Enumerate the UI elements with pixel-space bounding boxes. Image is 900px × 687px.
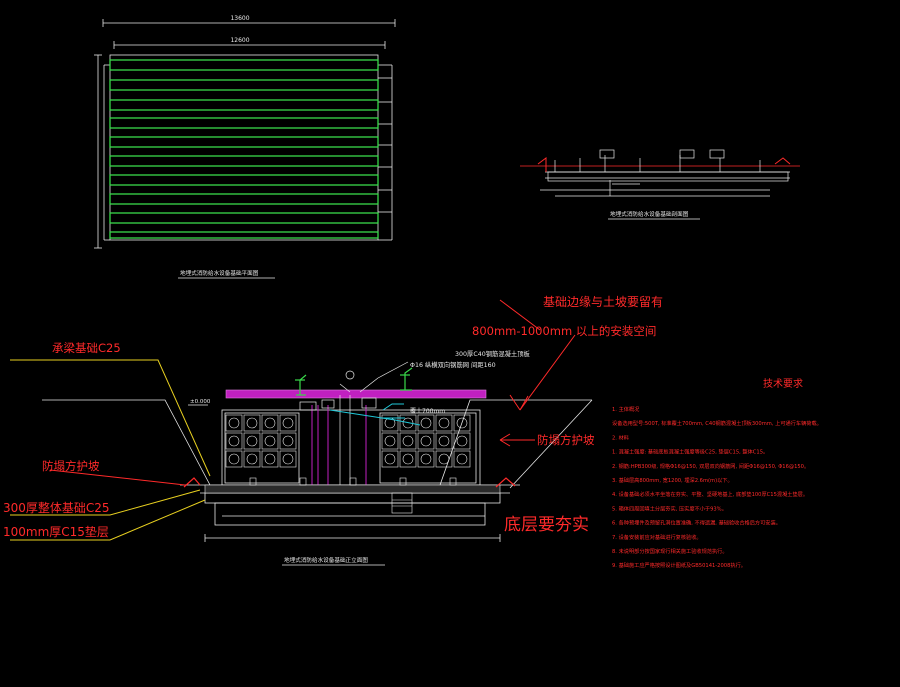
tech-notes: 1. 主体概况 设备选用型号:500T, 标准覆土700mm, C40钢筋混凝土…: [612, 405, 822, 569]
tank-cells-left: [225, 414, 297, 468]
red-leaders: [49, 299, 576, 486]
label-beam: 承梁基础C25: [52, 341, 121, 355]
tank-cells-right: [381, 414, 471, 468]
gravel-base: [204, 484, 501, 494]
plan-inner-dim: 12600: [230, 37, 249, 44]
tech-note-line: 7. 设备安装前应对基础进行复核验收。: [612, 533, 702, 541]
label-slab-2: Φ16 纵横双向钢筋网 间距160: [410, 360, 496, 369]
tech-note-line: 5. 箱体四周回填土分层夯实, 压实度不小于93%。: [612, 504, 727, 512]
plan-green-strips: [109, 59, 379, 239]
small-section-caption: 地埋式消防给水设备基础剖面图: [610, 210, 689, 218]
pipes-magenta: [311, 405, 367, 485]
label-base: 300厚整体基础C25: [3, 500, 110, 515]
label-slope-right: 防塌方护坡: [537, 433, 595, 447]
tech-note-line: 2. 材料: [612, 433, 629, 441]
tech-title: 技术要求: [763, 377, 803, 390]
pipes-white: [299, 370, 377, 485]
small-section-red-marks: [537, 157, 791, 172]
tank-grid: [221, 409, 481, 486]
tech-note-line: 1. 混凝土强度: 基础底板混凝土强度等级C25, 垫层C15, 整体C15。: [612, 448, 768, 456]
plan-overall-dim: 13600: [230, 15, 249, 22]
bottom-supports: [249, 477, 457, 514]
vents-green: [295, 367, 413, 396]
plan-view: [94, 19, 396, 249]
cover-mark: 覆土700mm: [410, 407, 445, 415]
tech-note-line: 4. 设备基础必须水平坐落在夯实、平整、坚硬地基上, 底部垫100厚C15混凝土…: [612, 490, 808, 498]
main-caption: 地埋式消防给水设备基础正立面图: [284, 556, 368, 564]
label-space-red: 800mm-1000mm 以上的安装空间: [472, 324, 656, 338]
top-slab: [225, 389, 487, 399]
corner-marks-red: [183, 477, 516, 488]
tech-note-line: 1. 主体概况: [612, 405, 640, 413]
tech-note-line: 3. 基础层高800mm, 宽1200, 埋深2.6m(m)以下。: [612, 476, 733, 484]
label-cushion: 100mm厚C15垫层: [3, 524, 109, 539]
white-leaders: [188, 361, 409, 406]
tech-note-line: 8. 未说明部分按国家现行相关施工验收规范执行。: [612, 547, 728, 555]
label-top-red: 基础边缘与土坡要留有: [543, 295, 663, 309]
label-bottom: 底层要夯实: [504, 515, 589, 535]
tech-note-line: 9. 基础施工应严格按照设计图纸及GB50141-2008执行。: [612, 561, 746, 569]
tech-note-line: 设备选用型号:500T, 标准覆土700mm, C40钢筋混凝土顶板300mm,…: [612, 419, 822, 427]
yellow-callouts: [10, 359, 211, 541]
small-section: [520, 149, 800, 197]
tech-note-line: 6. 各种预埋件及预留孔洞位置准确, 不得遗漏, 基础验收合格后方可安装。: [612, 519, 781, 527]
tech-note-line: 2. 钢筋:HPB300级, 规格Φ16@150, 双层双向钢筋网, 间距Φ16…: [612, 462, 809, 470]
pipes-cyan: [329, 403, 421, 426]
label-slab-1: 300厚C40钢筋混凝土顶板: [455, 349, 531, 358]
label-slope-left: 防塌方护坡: [42, 459, 100, 473]
level-mark: ±0.000: [190, 399, 211, 405]
plan-caption: 地埋式消防给水设备基础平面图: [180, 269, 259, 277]
